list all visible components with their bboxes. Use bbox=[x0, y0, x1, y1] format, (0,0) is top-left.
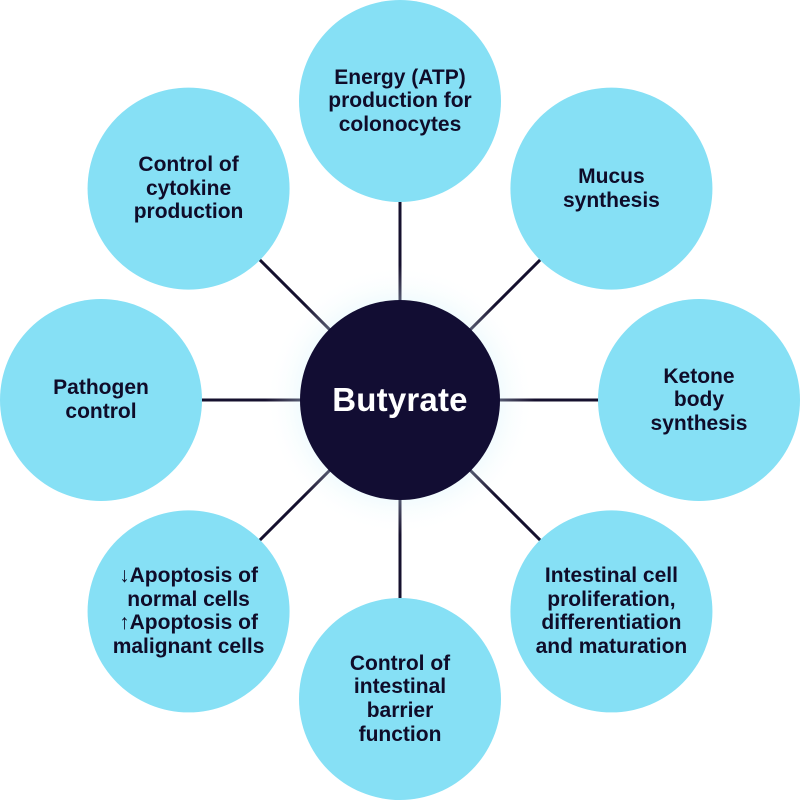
node-label-pathogen: Pathogen control bbox=[53, 376, 149, 423]
node-circle-apoptosis bbox=[87, 510, 290, 713]
node-label-barrier: Control of intestinal barrier function bbox=[349, 651, 451, 746]
node-label-ketone: Ketone body synthesis bbox=[650, 364, 748, 435]
node-circle-cytokine bbox=[87, 87, 290, 290]
node-circle-barrier bbox=[299, 598, 501, 800]
node-label-cytokine: Control of cytokine production bbox=[133, 153, 244, 224]
node-label-proliferation: Intestinal cell proliferation, different… bbox=[535, 564, 688, 658]
node-label-energy: Energy (ATP) production for colonocytes bbox=[328, 65, 472, 136]
node-circle-energy bbox=[299, 0, 501, 202]
node-circle-mucus bbox=[510, 87, 713, 290]
center-label: Butyrate bbox=[332, 381, 468, 418]
node-circle-proliferation bbox=[510, 510, 713, 713]
center-circle bbox=[300, 300, 500, 500]
node-label-mucus: Mucus synthesis bbox=[562, 165, 660, 212]
node-label-apoptosis: ↓Apoptosis of normal cells ↑Apoptosis of… bbox=[112, 564, 265, 658]
node-circle-pathogen bbox=[0, 299, 202, 501]
node-circle-ketone bbox=[598, 299, 800, 501]
